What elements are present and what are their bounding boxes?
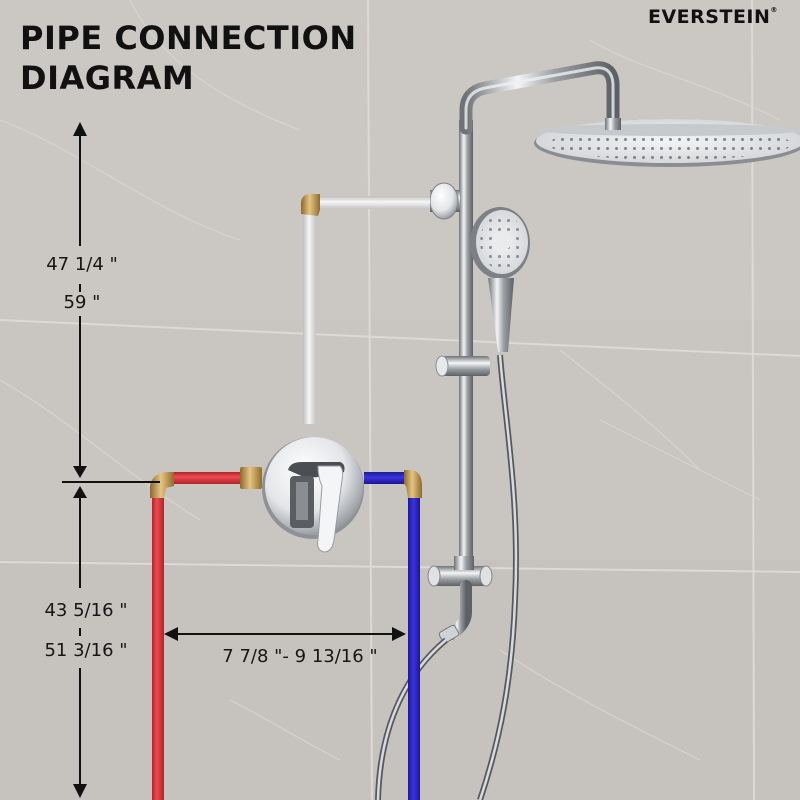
brass-elbow-hot (150, 472, 174, 498)
upper-height-max: 59 " (63, 292, 101, 313)
title-line-2: DIAGRAM (20, 59, 195, 97)
brass-elbow-cold (404, 470, 422, 498)
diverter-valve (427, 556, 493, 587)
hot-water-pipe (150, 467, 262, 800)
dimension-lines (62, 122, 406, 798)
arrow-right-icon (392, 627, 406, 641)
arrow-down-icon (73, 466, 87, 478)
arrow-down-icon (73, 784, 87, 798)
marble-veins (0, 0, 781, 761)
upper-height-min: 47 1/4 " (46, 254, 118, 275)
brass-elbow-top (301, 193, 320, 216)
arrow-up-icon (73, 122, 87, 136)
inlet-spacing-label: 7 7/8 "- 9 13/16 " (222, 646, 378, 667)
mixer-valve (262, 437, 364, 553)
arrow-up-icon (73, 486, 87, 498)
rain-shower-head (534, 118, 800, 167)
shower-column (459, 120, 473, 560)
lower-height-max: 51 3/16 " (44, 640, 128, 661)
title-line-1: PIPE CONNECTION (20, 19, 357, 57)
hand-shower (470, 207, 530, 352)
registered-mark: ® (770, 6, 778, 14)
shower-hose (375, 354, 519, 800)
brand-logo: EVERSTEIN® (648, 6, 778, 28)
brass-inlet-hot (240, 467, 262, 489)
cold-water-pipe (364, 470, 422, 800)
slider-holder (435, 355, 490, 377)
brand-name: EVERSTEIN (648, 6, 771, 28)
arrow-left-icon (164, 627, 178, 641)
page-title: PIPE CONNECTION DIAGRAM (20, 18, 357, 98)
wall-elbow-bracket (429, 182, 460, 220)
outlet-pipe (301, 193, 430, 424)
lower-height-min: 43 5/16 " (44, 600, 128, 621)
